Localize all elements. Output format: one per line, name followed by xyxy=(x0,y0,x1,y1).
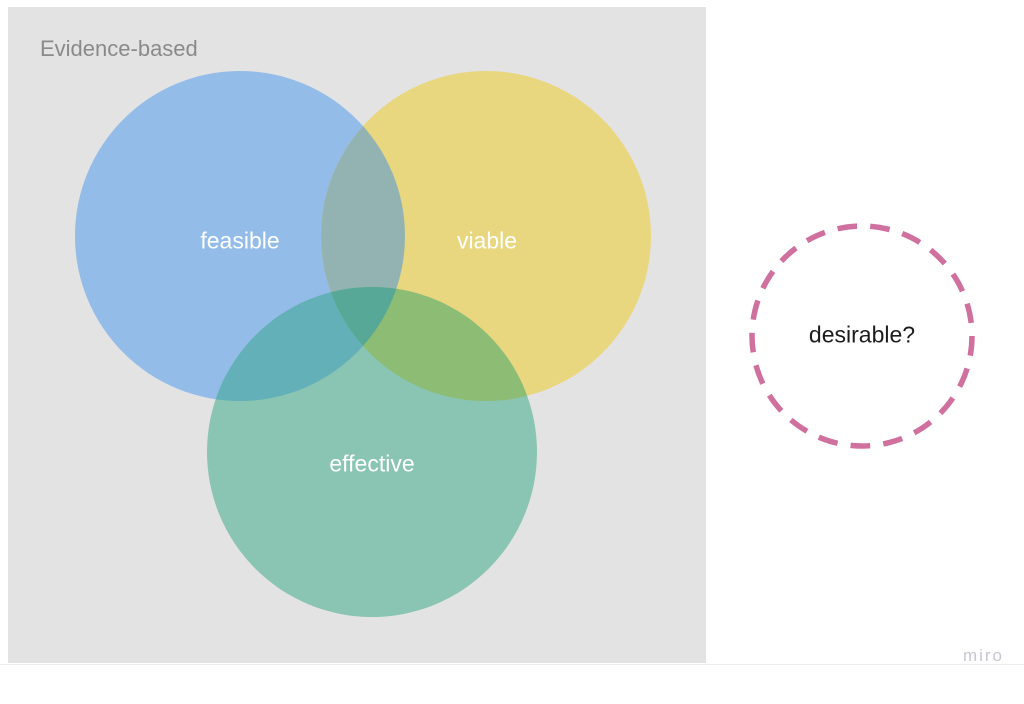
label-desirable[interactable]: desirable? xyxy=(808,321,916,348)
label-feasible[interactable]: feasible xyxy=(200,227,280,254)
label-effective[interactable]: effective xyxy=(329,450,415,477)
frame-edge-line xyxy=(0,664,1024,665)
miro-watermark: miro xyxy=(962,646,1004,665)
desirable-dashed-circle[interactable] xyxy=(749,223,975,449)
frame-title[interactable]: Evidence-based xyxy=(40,36,198,61)
label-viable[interactable]: viable xyxy=(456,227,518,254)
overlap-feasible-effective xyxy=(207,287,405,401)
overlap-viable-effective xyxy=(321,287,537,401)
